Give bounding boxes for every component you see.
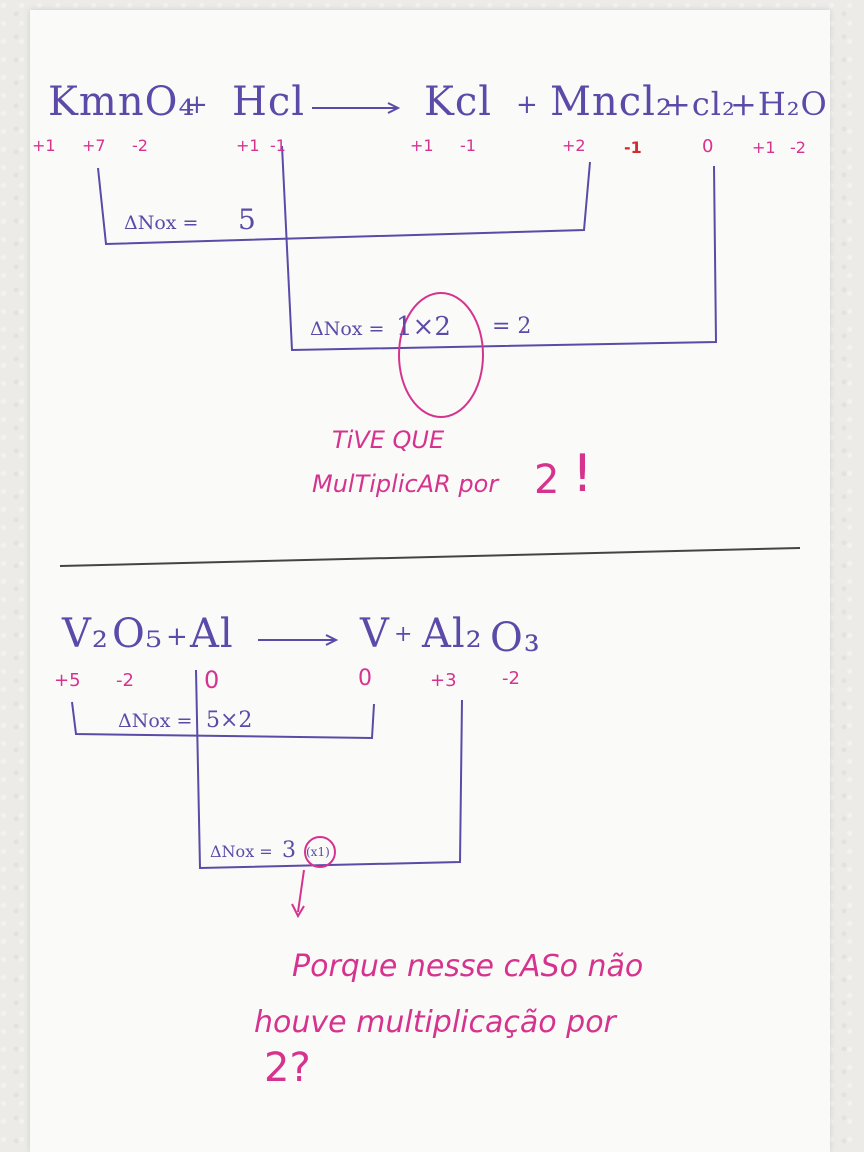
ox-o-h2o: -2 (790, 138, 806, 157)
question-arrow-line (297, 869, 305, 913)
ox-al: 0 (204, 666, 220, 694)
question-line-3: 2? (264, 1045, 311, 1091)
reaction-arrow-2-head (325, 634, 339, 646)
eq1-hcl: Hcl (232, 79, 306, 125)
circle-multiplier (398, 292, 484, 418)
ox-o-al2o3: -2 (502, 668, 520, 689)
question-line-2: houve multiplicação por (254, 1005, 616, 1040)
eq2-al: Al (190, 611, 234, 657)
ox-o: -2 (132, 136, 148, 155)
dnox-cl-label: ΔNox = (310, 318, 385, 340)
dnox-cl-value: 1×2 (396, 312, 451, 342)
eq1-plus-2: + (516, 90, 539, 120)
dnox-v-label: ΔNox = (118, 710, 193, 732)
eq1-mncl2: Mncl₂ (550, 79, 673, 125)
dnox-mn-value: 5 (238, 203, 256, 236)
dnox-cl-result: = 2 (492, 314, 532, 339)
note-line-1: TiVE QUE (332, 426, 445, 454)
ox-k-kcl: +1 (410, 136, 434, 155)
cl-bracket (281, 145, 718, 352)
section-separator (59, 547, 801, 567)
eq2-o3: O₃ (490, 615, 541, 661)
eq2-v2: V₂ (62, 611, 109, 657)
dnox-al-label: ΔNox = (210, 842, 273, 861)
eq2-o5: O₅ (112, 611, 163, 657)
eq1-kcl: Kcl (424, 79, 493, 125)
ox-o-v2o5: -2 (116, 670, 134, 691)
ox-cl-kcl: -1 (460, 136, 476, 155)
ox-h-hcl: +1 (236, 136, 260, 155)
dnox-al-value: 3 (282, 838, 296, 863)
note-number: 2 (534, 457, 560, 503)
question-arrow-head (291, 903, 305, 919)
eq2-plus-2: + (394, 622, 413, 647)
dnox-al-circled: (x1) (306, 845, 330, 859)
eq1-kmno4: KmnO₄ (48, 79, 196, 125)
ox-cl-mncl2: -1 (624, 138, 642, 157)
note-exclamation: ! (572, 444, 593, 504)
eq2-v: V (360, 611, 390, 657)
dnox-v-value: 5×2 (206, 708, 253, 733)
ox-al-al2o3: +3 (430, 670, 457, 691)
dnox-mn-label: ΔNox = (124, 212, 199, 234)
eq1-plus-1: + (186, 90, 209, 120)
v-bracket (71, 701, 375, 740)
reaction-arrow-1-head (387, 102, 401, 114)
eq1-cl2: +cl₂ (664, 85, 736, 123)
ox-cl2: 0 (702, 136, 714, 157)
question-line-1: Porque nesse cASo não (292, 949, 644, 984)
ox-mn-mncl2: +2 (562, 136, 586, 155)
note-line-2: MulTiplicAR por (312, 470, 499, 498)
paper-sheet (30, 10, 830, 1152)
mn-bracket (97, 161, 591, 246)
ox-mn: +7 (82, 136, 106, 155)
ox-cl-hcl: -1 (270, 136, 286, 155)
eq2-plus-1: + (166, 622, 188, 652)
al-bracket (195, 669, 463, 870)
circle-x1 (304, 836, 336, 868)
ox-v-product: 0 (358, 666, 372, 691)
ox-k: +1 (32, 136, 56, 155)
ox-h-h2o: +1 (752, 138, 776, 157)
eq1-h2o: +H₂O (730, 85, 828, 123)
eq2-al2: Al₂ (422, 611, 483, 657)
ox-v: +5 (54, 670, 81, 691)
